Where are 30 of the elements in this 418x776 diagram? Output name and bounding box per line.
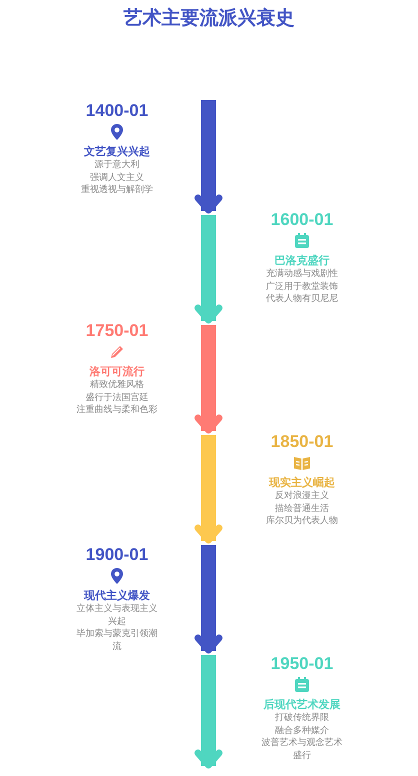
date-label: 1900-01 <box>86 545 148 565</box>
event-title: 巴洛克盛行 <box>274 254 330 268</box>
description-line: 源于意大利 <box>94 159 140 172</box>
description-line: 代表人物有贝尼尼 <box>266 293 338 306</box>
date-label: 1950-01 <box>270 654 334 674</box>
event-title: 后现代艺术发展 <box>264 698 340 712</box>
description-line: 反对浪漫主义 <box>275 490 329 502</box>
description-line: 毕加索与蒙克引领潮流 <box>76 628 158 653</box>
date-label: 1600-01 <box>270 210 334 230</box>
description-line: 描绘普通生活 <box>275 502 329 515</box>
date-label: 1400-01 <box>86 101 148 121</box>
description-line: 强调人文主义 <box>90 172 144 184</box>
description-line: 打破传统界限 <box>275 712 329 724</box>
description-line: 库尔贝为代表人物 <box>266 515 338 528</box>
event-title: 现代主义爆发 <box>84 589 150 603</box>
description-line: 盛行于法国宫廷 <box>86 392 148 404</box>
description-line: 融合多种媒介 <box>275 724 329 737</box>
description-line: 立体主义与表现主义兴起 <box>76 603 158 628</box>
description-line: 广泛用于教堂装饰 <box>266 280 338 293</box>
description-line: 重视透视与解剖学 <box>81 184 153 196</box>
description-line: 波普艺术与观念艺术盛行 <box>260 737 344 762</box>
description-line: 充满动感与戏剧性 <box>266 268 338 280</box>
date-label: 1750-01 <box>86 321 148 341</box>
event-title: 现实主义崛起 <box>269 476 335 490</box>
date-label: 1850-01 <box>270 432 334 452</box>
event-title: 文艺复兴兴起 <box>84 145 150 159</box>
title: 艺术主要流派兴衰史 <box>124 7 294 29</box>
description-line: 注重曲线与柔和色彩 <box>76 404 158 416</box>
description-line: 精致优雅风格 <box>90 379 144 392</box>
event-title: 洛可可流行 <box>90 365 144 379</box>
